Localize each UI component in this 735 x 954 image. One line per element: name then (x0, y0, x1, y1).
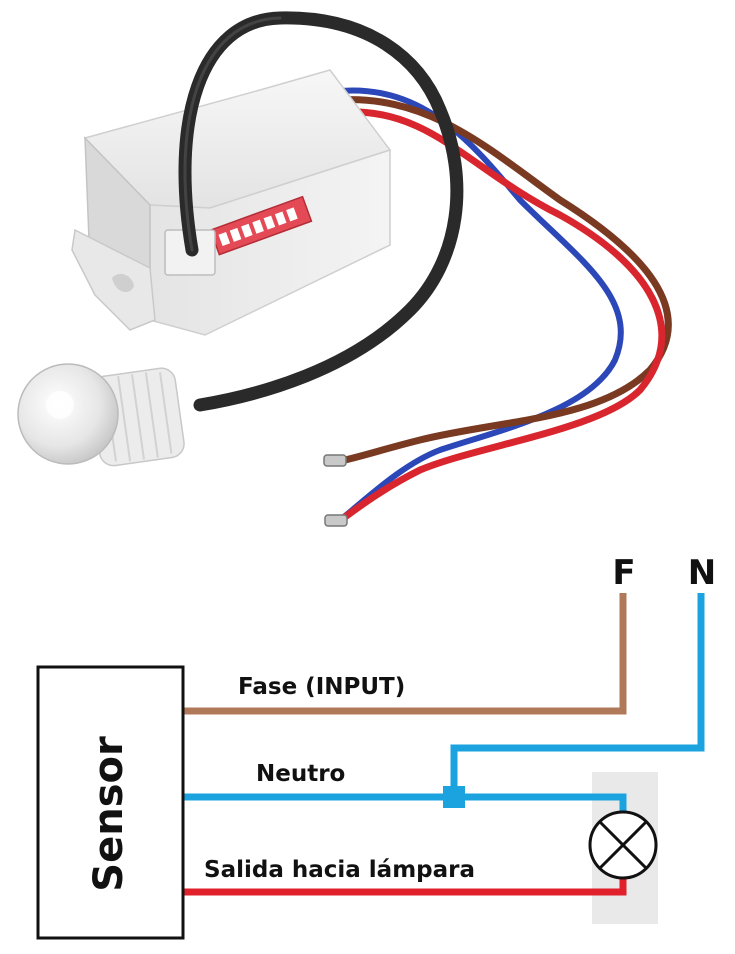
wiring-schematic: Sensor F N Fase (INPUT) Neutro Salida ha… (36, 553, 716, 940)
phase-wire (183, 593, 627, 715)
device-brown-wire (331, 96, 672, 466)
device-red-wire (334, 108, 666, 526)
sensor-device-photo (17, 11, 672, 527)
neutral-wire-sensor (183, 793, 627, 812)
lamp-icon (588, 810, 658, 880)
neutral-wire-label: Neutro (256, 761, 345, 787)
sensor-box-label: Sensor (86, 736, 132, 892)
output-wire-label: Salida hacia lámpara (204, 857, 475, 883)
device-blue-wire (327, 87, 624, 523)
junction-node (443, 786, 465, 808)
output-wire (183, 878, 627, 896)
wire-tip-red (324, 514, 348, 527)
pir-sensor-head (17, 363, 185, 467)
neutral-wire-supply (450, 593, 705, 797)
neutral-terminal-label: N (688, 553, 716, 593)
wire-tip-brown (323, 454, 347, 467)
phase-wire-label: Fase (INPUT) (238, 674, 405, 700)
phase-terminal-label: F (612, 553, 635, 593)
sensor-box (36, 665, 185, 940)
